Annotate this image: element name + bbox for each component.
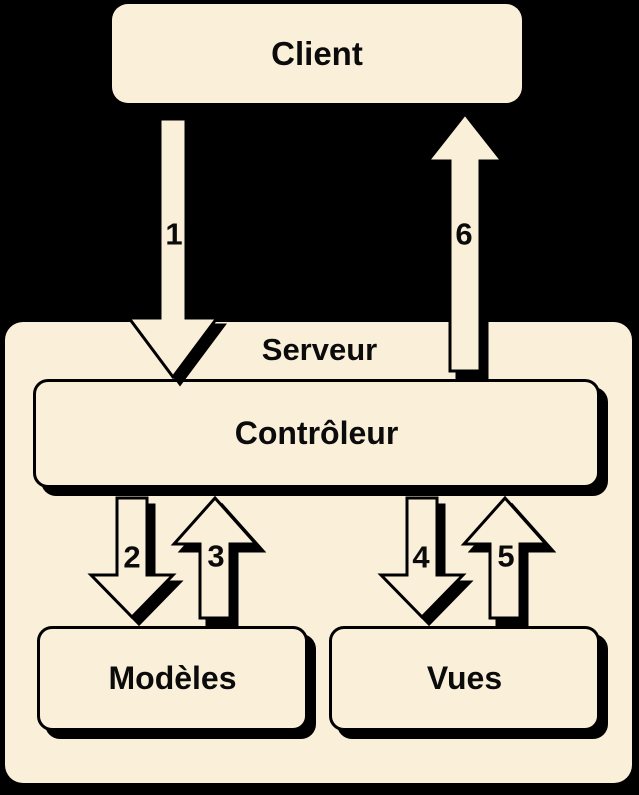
arrow-3-label: 3 <box>207 538 225 574</box>
arrow-2-label: 2 <box>123 539 141 575</box>
arrow-6-label: 6 <box>455 216 473 252</box>
arrow-5-label: 5 <box>497 538 515 574</box>
arrow-1-label: 1 <box>165 216 183 252</box>
views-box: Vues <box>329 626 600 731</box>
views-label: Vues <box>426 660 503 696</box>
server-label: Serveur <box>261 332 378 367</box>
models-box: Modèles <box>37 626 308 731</box>
client-box: Client <box>112 4 522 103</box>
controller-box: Contrôleur <box>33 379 600 488</box>
controller-label: Contrôleur <box>234 415 399 451</box>
models-label: Modèles <box>108 660 237 696</box>
client-label: Client <box>271 34 363 72</box>
arrow-4-label: 4 <box>412 539 430 575</box>
